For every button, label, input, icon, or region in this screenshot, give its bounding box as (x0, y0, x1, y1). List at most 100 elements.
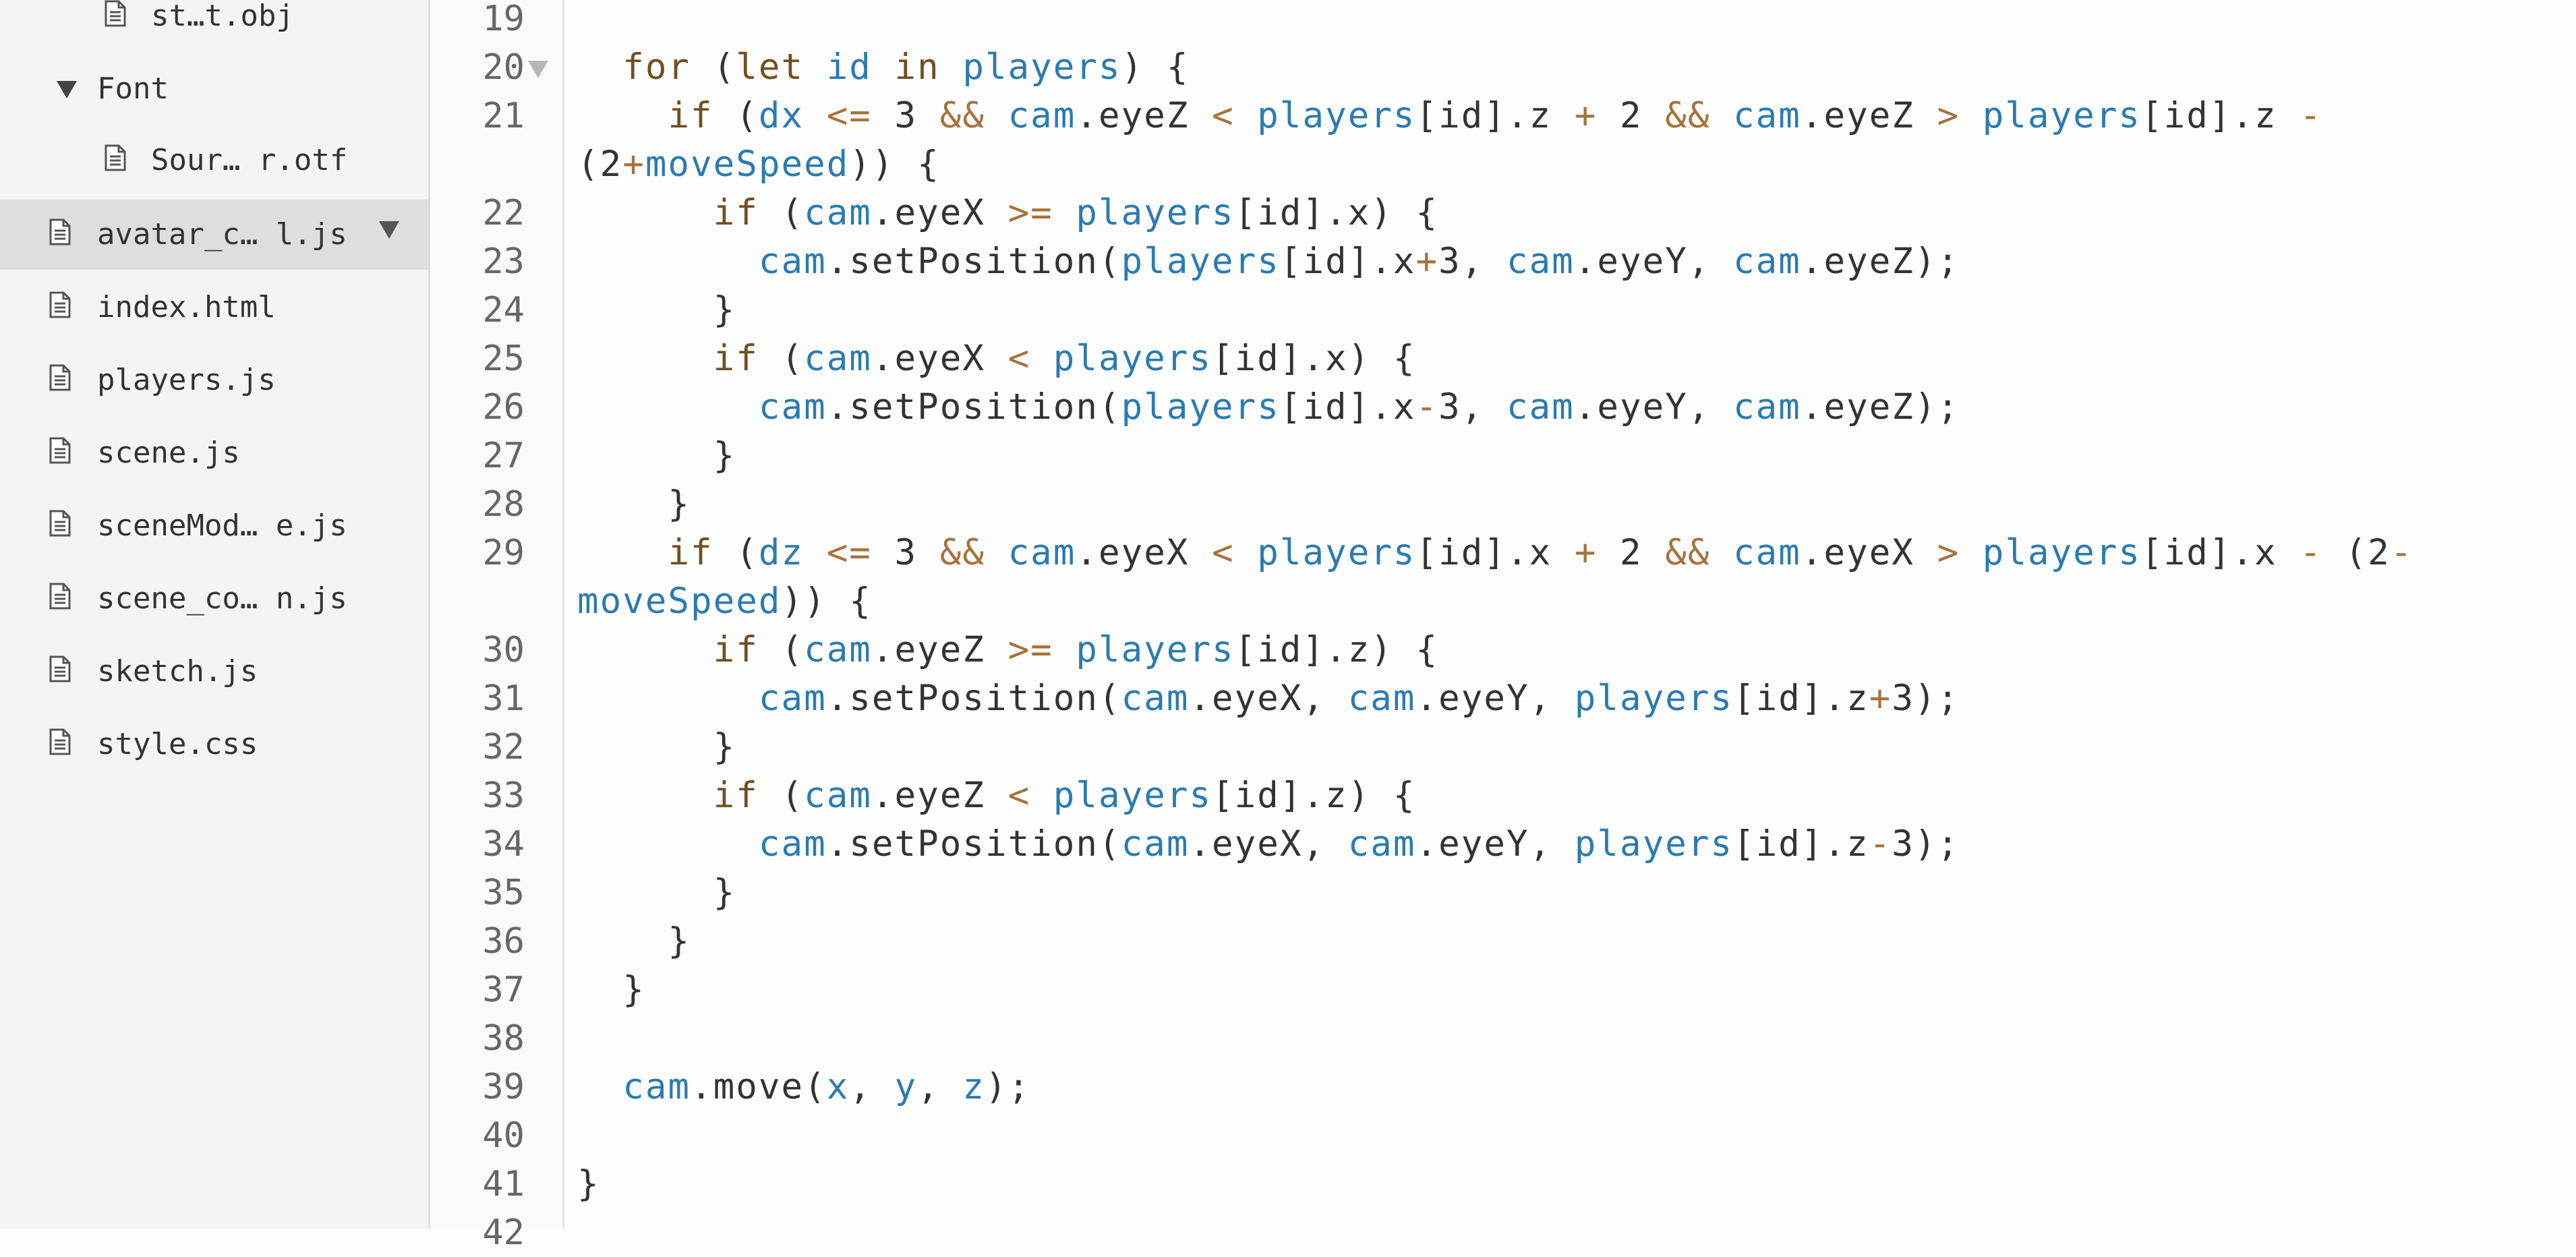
code-token: ( (758, 629, 804, 670)
line-number: 30 (482, 630, 525, 670)
code-token: + (1415, 241, 1439, 282)
file-options-dropdown-icon[interactable] (378, 220, 401, 240)
code-line: cam.setPosition(players[id].x+3, cam.eye… (577, 237, 1960, 286)
sidebar-item-label: scene_co… n.js (97, 581, 347, 616)
code-token: .eyeZ (871, 775, 1008, 816)
sidebar-file[interactable]: scene.js (0, 418, 428, 488)
sidebar-file[interactable]: st…t.obj (0, 0, 428, 51)
code-token: cam (758, 386, 827, 428)
sidebar-file[interactable]: Sour… r.otf (0, 125, 428, 196)
fold-arrow-icon[interactable] (527, 59, 550, 80)
code-token: [id].x) { (1212, 338, 1416, 379)
code-token (577, 47, 622, 88)
code-token: if (668, 532, 713, 573)
line-number: 39 (482, 1067, 525, 1107)
code-token: ( (758, 192, 804, 233)
line-number: 24 (482, 290, 525, 330)
line-number: 23 (482, 241, 525, 282)
folder-expanded-chevron-icon[interactable] (55, 80, 78, 100)
code-token (1235, 532, 1258, 573)
code-token: 3); (1892, 678, 1960, 719)
code-token: .eyeX (1801, 532, 1937, 573)
sidebar-item-label: sceneMod… e.js (97, 508, 347, 543)
code-token: )) { (781, 581, 872, 622)
sidebar-item-label: sketch.js (97, 654, 258, 689)
code-token (1960, 532, 1983, 573)
sidebar-file[interactable]: players.js (0, 345, 428, 415)
code-line: if (cam.eyeZ >= players[id].z) { (577, 626, 1438, 674)
line-number: 37 (482, 970, 525, 1010)
code-token (577, 338, 713, 379)
sidebar-folder[interactable]: Font (0, 54, 428, 124)
code-token: cam (758, 241, 827, 282)
code-token: moveSpeed (645, 144, 850, 185)
code-token: cam (1347, 678, 1416, 719)
code-token: < (1212, 532, 1235, 573)
code-token: cam (1007, 532, 1076, 573)
code-token: cam (758, 678, 827, 719)
code-token: if (713, 192, 759, 233)
sidebar-file[interactable]: avatar_c… l.js (0, 200, 428, 270)
code-line: (2+moveSpeed)) { (577, 140, 940, 189)
file-icon (49, 364, 71, 391)
code-token (1960, 95, 1983, 136)
sidebar-file[interactable]: index.html (0, 272, 428, 343)
code-token: .eyeX (871, 338, 1008, 379)
code-token: .eyeZ (1801, 95, 1937, 136)
code-token: cam (1733, 95, 1801, 136)
code-token: ( (691, 47, 736, 88)
sidebar-item-label: avatar_c… l.js (97, 217, 347, 252)
code-token: players (1076, 629, 1235, 670)
code-token: <= (826, 532, 872, 573)
sidebar-item-label: style.css (97, 727, 258, 761)
code-token (1710, 95, 1733, 136)
code-token: y (894, 1066, 918, 1107)
code-token: players (1574, 823, 1734, 865)
code-line: } (577, 917, 691, 966)
code-token (577, 192, 713, 233)
code-token (940, 47, 963, 88)
line-number: 32 (482, 727, 525, 767)
code-line: } (577, 1160, 600, 1208)
file-icon (49, 437, 71, 464)
code-line: } (577, 432, 736, 480)
code-line: cam.setPosition(cam.eyeX, cam.eyeY, play… (577, 674, 1960, 723)
code-token: players (1982, 532, 2142, 573)
code-token: } (577, 726, 736, 767)
sidebar-file[interactable]: scene_co… n.js (0, 564, 428, 634)
code-token: cam (804, 192, 872, 233)
code-token: players (1121, 241, 1280, 282)
line-number: 22 (482, 193, 525, 233)
sidebar-item-label: Sour… r.otf (151, 143, 348, 177)
sidebar-file[interactable]: sceneMod… e.js (0, 491, 428, 561)
line-number: 41 (482, 1164, 525, 1204)
code-line: for (let id in players) { (577, 43, 1189, 92)
code-token: x (826, 1066, 850, 1107)
code-token: cam (804, 629, 872, 670)
sidebar-file[interactable]: sketch.js (0, 637, 428, 707)
code-token: dz (758, 532, 804, 573)
code-token: >= (1007, 629, 1053, 670)
code-line: } (577, 869, 736, 917)
code-editor[interactable]: for (let id in players) { if (dx <= 3 &&… (577, 0, 2573, 1229)
code-token: .eyeY, (1574, 241, 1734, 282)
line-number: 26 (482, 387, 525, 428)
code-line: if (cam.eyeX >= players[id].x) { (577, 189, 1438, 237)
sidebar-file[interactable]: style.css (0, 709, 428, 780)
code-token: .setPosition( (826, 678, 1121, 719)
code-line: if (dx <= 3 && cam.eyeZ < players[id].z … (577, 92, 2322, 140)
code-token: 3, (1438, 241, 1506, 282)
line-number: 36 (482, 921, 525, 962)
code-token (577, 775, 713, 816)
code-token: cam (1733, 532, 1801, 573)
code-token: [id].z (1415, 95, 1575, 136)
code-token: cam (1506, 386, 1575, 428)
code-token: cam (1007, 95, 1076, 136)
code-token: [id].z (1733, 823, 1869, 865)
code-token: cam (622, 1066, 691, 1107)
code-line: } (577, 723, 736, 771)
code-token: .eyeX (1076, 532, 1212, 573)
code-token (577, 629, 713, 670)
code-line: cam.setPosition(cam.eyeX, cam.eyeY, play… (577, 820, 1960, 869)
